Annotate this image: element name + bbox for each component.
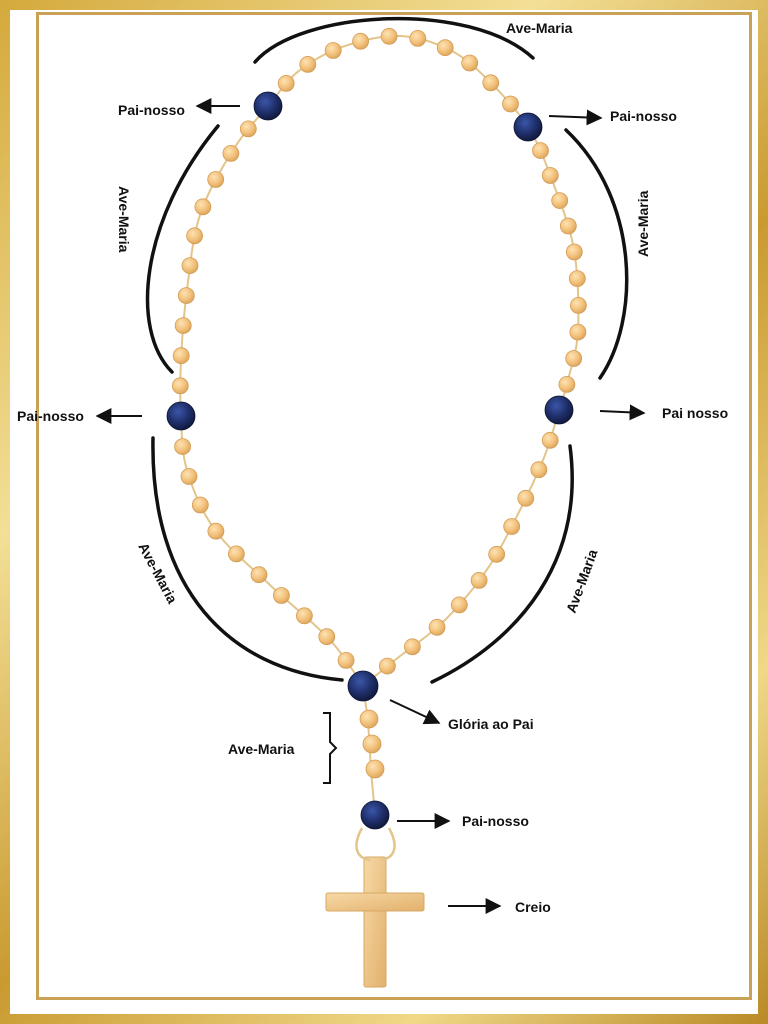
ave-maria-bead-icon xyxy=(360,710,378,728)
ave-maria-bead-icon xyxy=(353,33,369,49)
ave-maria-bead-icon xyxy=(172,378,188,394)
crucifix-icon xyxy=(326,828,424,987)
ave-maria-bead-icon xyxy=(175,318,191,334)
ave-maria-bead-icon xyxy=(228,546,244,562)
ave-maria-bead-icon xyxy=(437,40,453,56)
label-pai-nosso-mid-right: Pai nosso xyxy=(662,405,728,421)
ave-maria-bead-icon xyxy=(363,735,381,753)
ave-maria-bead-icon xyxy=(278,75,294,91)
ave-maria-bead-icon xyxy=(192,497,208,513)
rosary-beads xyxy=(167,28,586,829)
pai-nosso-bead-icon xyxy=(254,92,282,120)
ave-maria-bead-icon xyxy=(560,218,576,234)
ave-maria-bead-icon xyxy=(518,490,534,506)
ave-maria-bead-icon xyxy=(566,351,582,367)
ave-maria-bead-icon xyxy=(300,56,316,72)
ave-maria-bead-icon xyxy=(173,348,189,364)
ave-maria-bead-icon xyxy=(489,546,505,562)
ave-maria-bead-icon xyxy=(319,629,335,645)
bracket-lower-right xyxy=(432,446,572,682)
label-ave-maria-stem: Ave-Maria xyxy=(228,741,295,757)
ave-maria-bead-icon xyxy=(566,244,582,260)
label-ave-maria-lower-left: Ave-Maria xyxy=(135,540,180,606)
arrow-gloria xyxy=(390,700,439,723)
label-pai-nosso-top-right: Pai-nosso xyxy=(610,108,677,124)
ave-maria-bead-icon xyxy=(381,28,397,44)
arrow-pai-top-right xyxy=(549,116,601,118)
label-creio: Creio xyxy=(515,899,551,915)
section-brackets xyxy=(148,19,627,682)
ave-maria-bead-icon xyxy=(483,75,499,91)
ave-maria-bead-icon xyxy=(251,567,267,583)
ave-maria-bead-icon xyxy=(410,30,426,46)
cord-line xyxy=(180,36,578,815)
ave-maria-bead-icon xyxy=(182,258,198,274)
ave-maria-bead-icon xyxy=(542,168,558,184)
ave-maria-bead-icon xyxy=(552,193,568,209)
ave-maria-bead-icon xyxy=(208,172,224,188)
ave-maria-bead-icon xyxy=(533,143,549,159)
label-ave-maria-upper-right: Ave-Maria xyxy=(635,190,651,257)
ave-maria-bead-icon xyxy=(531,462,547,478)
ave-maria-bead-icon xyxy=(240,121,256,137)
label-ave-maria-upper-left: Ave-Maria xyxy=(116,186,132,253)
label-ave-maria-top: Ave-Maria xyxy=(506,20,573,36)
label-ave-maria-lower-right: Ave-Maria xyxy=(563,547,601,615)
label-pai-nosso-stem: Pai-nosso xyxy=(462,813,529,829)
pai-nosso-bead-icon xyxy=(545,396,573,424)
ave-maria-bead-icon xyxy=(462,55,478,71)
arrow-pai-mid-right xyxy=(600,411,644,413)
ave-maria-bead-icon xyxy=(366,760,384,778)
label-pai-nosso-mid-left: Pai-nosso xyxy=(17,408,84,424)
ave-maria-bead-icon xyxy=(429,619,445,635)
ave-maria-bead-icon xyxy=(570,324,586,340)
ave-maria-bead-icon xyxy=(187,228,203,244)
ave-maria-bead-icon xyxy=(542,432,558,448)
ave-maria-bead-icon xyxy=(504,519,520,535)
ave-maria-bead-icon xyxy=(325,43,341,59)
ave-maria-bead-icon xyxy=(175,439,191,455)
ave-maria-bead-icon xyxy=(195,199,211,215)
pai-nosso-bead-icon xyxy=(348,671,378,701)
ave-maria-bead-icon xyxy=(471,572,487,588)
ave-maria-bead-icon xyxy=(338,652,354,668)
ave-maria-bead-icon xyxy=(296,608,312,624)
ave-maria-bead-icon xyxy=(503,96,519,112)
label-pai-nosso-top-left: Pai-nosso xyxy=(118,102,185,118)
ave-maria-bead-icon xyxy=(181,469,197,485)
pai-nosso-bead-icon xyxy=(167,402,195,430)
pai-nosso-bead-icon xyxy=(361,801,389,829)
ave-maria-bead-icon xyxy=(208,523,224,539)
ave-maria-bead-icon xyxy=(379,658,395,674)
ave-maria-bead-icon xyxy=(569,271,585,287)
label-gloria-ao-pai: Glória ao Pai xyxy=(448,716,534,732)
stem-brace xyxy=(323,713,336,783)
ave-maria-bead-icon xyxy=(178,288,194,304)
ave-maria-bead-icon xyxy=(570,297,586,313)
ave-maria-bead-icon xyxy=(223,145,239,161)
rosary-cord xyxy=(180,36,578,815)
ave-maria-bead-icon xyxy=(273,588,289,604)
ave-maria-bead-icon xyxy=(404,639,420,655)
pai-nosso-bead-icon xyxy=(514,113,542,141)
ave-maria-bead-icon xyxy=(559,376,575,392)
ave-maria-bead-icon xyxy=(451,597,467,613)
